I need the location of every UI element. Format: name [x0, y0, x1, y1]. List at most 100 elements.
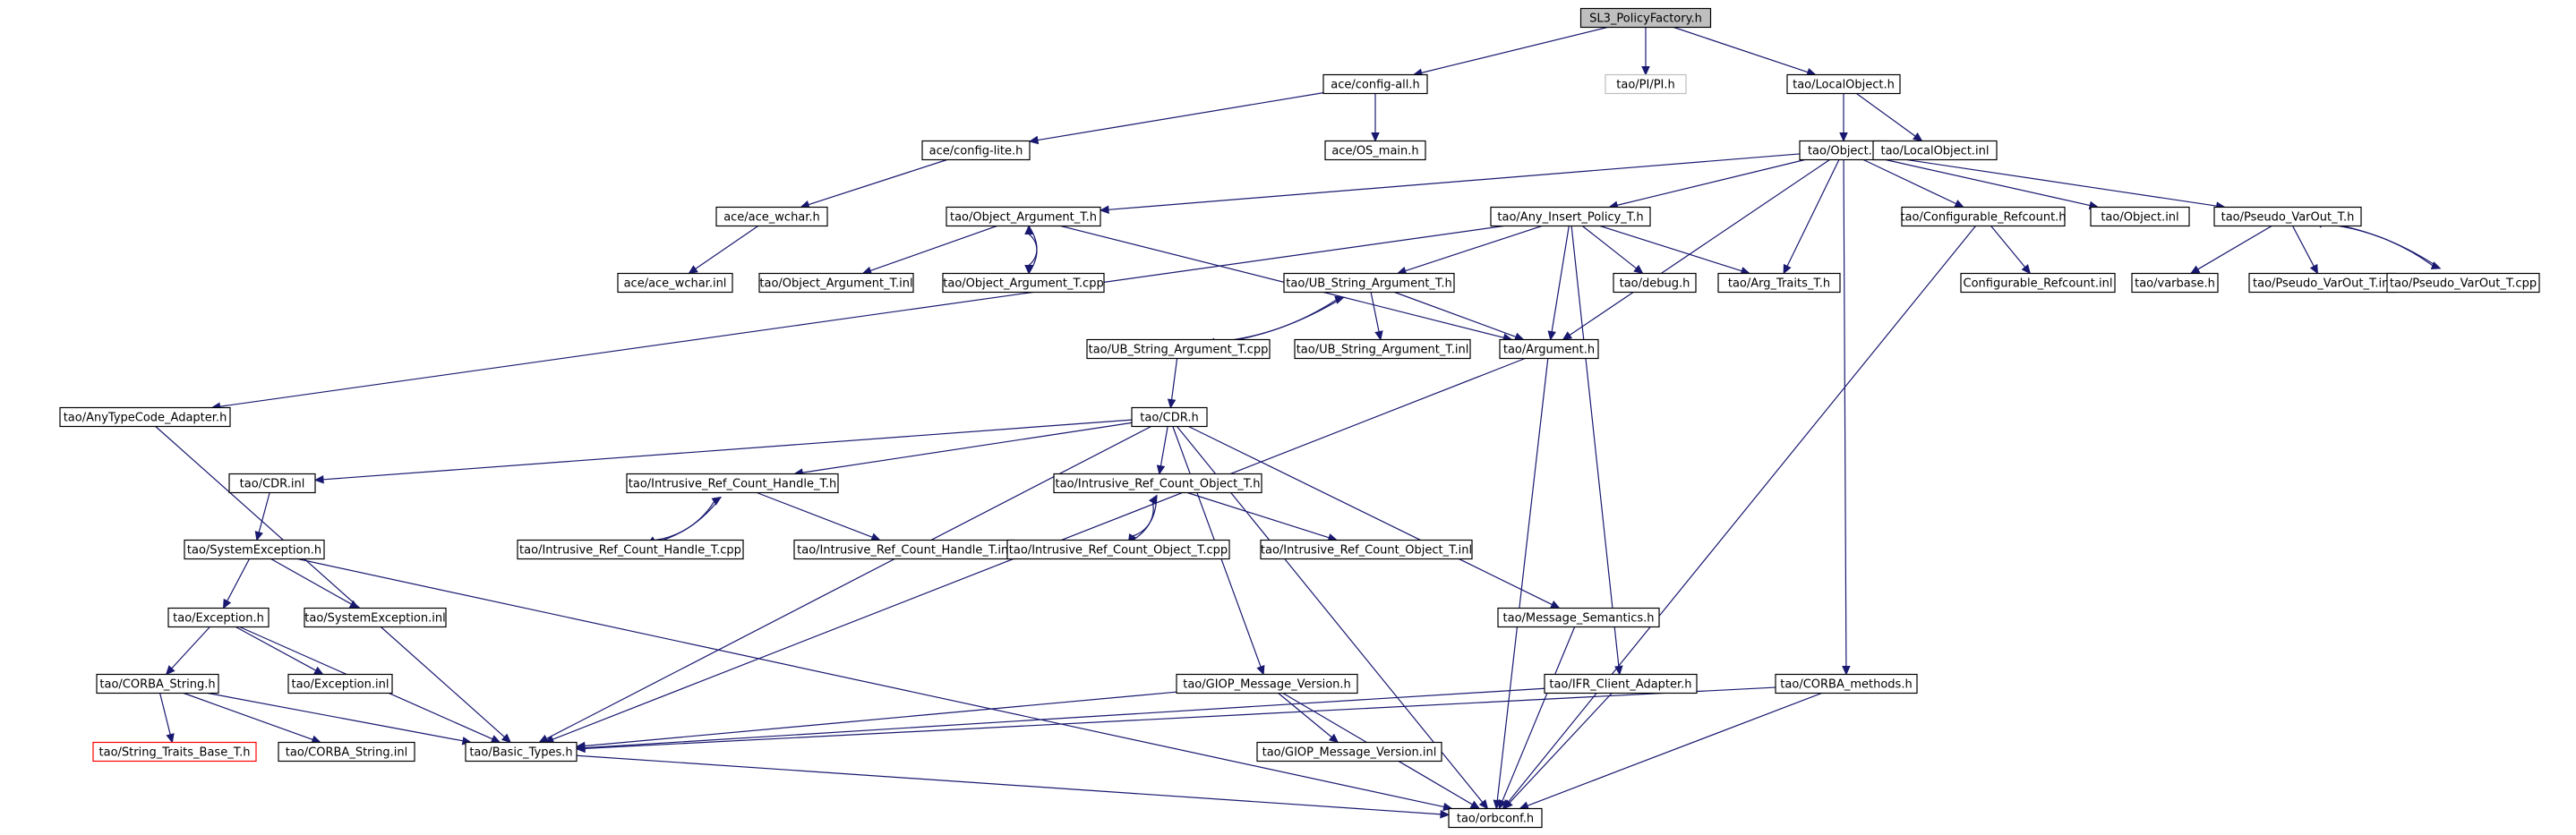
- node-sysexc-h[interactable]: tao/SystemException.h: [184, 539, 325, 560]
- node-box: [2090, 206, 2190, 227]
- node-cdr-inl[interactable]: tao/CDR.inl: [228, 473, 316, 494]
- node-localobject-h[interactable]: tao/LocalObject.h: [1786, 73, 1901, 95]
- node-argument-h[interactable]: tao/Argument.h: [1499, 338, 1599, 360]
- node-ace-wchar-h[interactable]: ace/ace_wchar.h: [715, 206, 828, 227]
- edge-line: [546, 425, 1151, 739]
- node-object-h[interactable]: tao/Object.h: [1799, 140, 1888, 161]
- edge-line: [647, 501, 715, 546]
- edge-line: [576, 754, 1442, 815]
- node-object-inl[interactable]: tao/Object.inl: [2090, 206, 2190, 227]
- node-corba-string-inl[interactable]: tao/CORBA_String.inl: [278, 741, 415, 763]
- edge-cdr_h-to-irco_h: [1156, 426, 1168, 475]
- node-box: [1294, 338, 1471, 360]
- node-box: [287, 673, 393, 694]
- arrowhead-icon: [1519, 801, 1530, 810]
- node-pseudo-varout-inl[interactable]: tao/Pseudo_VarOut_T.inl: [2248, 272, 2397, 294]
- edge-msg_semantics-to-orbconf: [1498, 626, 1576, 810]
- node-ace-wchar-inl[interactable]: ace/ace_wchar.inl: [617, 272, 733, 294]
- node-pseudo-varout-h[interactable]: tao/Pseudo_VarOut_T.h: [2213, 206, 2362, 227]
- node-label: tao/Exception.h: [173, 612, 264, 626]
- edge-line: [2197, 225, 2272, 270]
- node-exception-h[interactable]: tao/Exception.h: [167, 607, 270, 628]
- node-ub-string-inl[interactable]: tao/UB_String_Argument_T.inl: [1294, 338, 1471, 360]
- node-label: tao/CORBA_methods.h: [1780, 678, 1912, 692]
- edge-cdr_h-to-msg_semantics: [1188, 425, 1561, 609]
- node-box: [1499, 338, 1599, 360]
- arrowhead-icon: [1839, 132, 1848, 142]
- arrowhead-icon: [1641, 66, 1650, 76]
- arrowhead-icon: [1371, 132, 1380, 142]
- arrowhead-icon: [501, 733, 512, 744]
- node-basic-types[interactable]: tao/Basic_Types.h: [465, 741, 578, 763]
- node-obj-arg-t-cpp[interactable]: tao/Object_Argument_T.cpp: [942, 272, 1105, 294]
- node-label: tao/Object.inl: [2101, 211, 2178, 225]
- node-localobject-inl[interactable]: tao/LocalObject.inl: [1872, 140, 1998, 161]
- node-arg-traits[interactable]: tao/Arg_Traits_T.h: [1717, 272, 1841, 294]
- node-ub-string-cpp[interactable]: tao/UB_String_Argument_T.cpp: [1086, 338, 1271, 360]
- node-box: [1717, 272, 1841, 294]
- node-config-lite[interactable]: ace/config-lite.h: [921, 140, 1031, 161]
- node-varbase[interactable]: tao/varbase.h: [2131, 272, 2219, 294]
- node-label: tao/Arg_Traits_T.h: [1728, 277, 1830, 291]
- edge-line: [695, 226, 759, 269]
- node-any-insert[interactable]: tao/Any_Insert_Policy_T.h: [1490, 206, 1651, 227]
- node-label: ace/OS_main.h: [1331, 145, 1418, 158]
- node-corba-string-h[interactable]: tao/CORBA_String.h: [96, 673, 219, 694]
- arrowhead-icon: [1502, 799, 1513, 810]
- node-ifr-client[interactable]: tao/IFR_Client_Adapter.h: [1544, 673, 1698, 694]
- node-conf-refcount-inl[interactable]: Configurable_Refcount.inl: [1960, 272, 2116, 294]
- node-conf-refcount-h[interactable]: tao/Configurable_Refcount.h: [1900, 206, 2067, 227]
- arrowhead-icon: [1954, 200, 1964, 209]
- edge-conf_refcount_h-to-orbconf: [1502, 226, 1976, 810]
- node-msg-semantics[interactable]: tao/Message_Semantics.h: [1497, 607, 1660, 628]
- node-pseudo-varout-cpp[interactable]: tao/Pseudo_VarOut_T.cpp: [2386, 272, 2540, 294]
- node-anytypecode[interactable]: tao/AnyTypeCode_Adapter.h: [59, 406, 231, 428]
- node-label: tao/LocalObject.inl: [1880, 145, 1989, 158]
- edge-any_insert-to-anytypecode: [210, 225, 1504, 411]
- node-string-traits[interactable]: tao/String_Traits_Base_T.h: [92, 741, 257, 763]
- node-obj-arg-t-inl[interactable]: tao/Object_Argument_T.inl: [758, 272, 914, 294]
- arrowhead-icon: [1783, 263, 1792, 275]
- arrowhead-icon: [2189, 265, 2201, 275]
- node-corba-methods[interactable]: tao/CORBA_methods.h: [1775, 673, 1918, 694]
- node-giop-version-inl[interactable]: tao/GIOP_Message_Version.inl: [1256, 741, 1442, 763]
- node-box: [921, 140, 1031, 161]
- node-irco-cpp[interactable]: tao/Intrusive_Ref_Count_Object_T.cpp: [1006, 539, 1230, 560]
- node-giop-version-h[interactable]: tao/GIOP_Message_Version.h: [1176, 673, 1358, 694]
- node-orbconf[interactable]: tao/orbconf.h: [1448, 807, 1543, 829]
- edge-line: [1509, 693, 1613, 804]
- edge-pseudo_varout_h-to-varbase: [2189, 225, 2272, 275]
- node-irco-inl[interactable]: tao/Intrusive_Ref_Count_Object_T.inl: [1260, 539, 1473, 560]
- edge-line: [802, 422, 1133, 473]
- node-config-all[interactable]: ace/config-all.h: [1322, 73, 1428, 95]
- node-label: tao/varbase.h: [2135, 277, 2215, 291]
- node-irh-inl[interactable]: tao/Intrusive_Ref_Count_Handle_T.inl: [793, 539, 1015, 560]
- edge-cdr_h-to-cdr_inl: [313, 419, 1133, 484]
- node-ub-string-h[interactable]: tao/UB_String_Argument_T.h: [1283, 272, 1455, 294]
- edge-giop_version_h-to-giop_version_inl: [1278, 693, 1339, 744]
- node-irh-cpp[interactable]: tao/Intrusive_Ref_Count_Handle_T.cpp: [517, 539, 744, 560]
- node-os-main[interactable]: ace/OS_main.h: [1324, 140, 1426, 161]
- node-obj-arg-t-h[interactable]: tao/Object_Argument_T.h: [946, 206, 1101, 227]
- edge-any_insert-to-debug_h: [1581, 226, 1644, 275]
- node-label: tao/Pseudo_VarOut_T.inl: [2253, 277, 2392, 291]
- node-debug-h[interactable]: tao/debug.h: [1613, 272, 1697, 294]
- node-exception-inl[interactable]: tao/Exception.inl: [287, 673, 393, 694]
- edge-line: [584, 686, 1776, 749]
- edge-object_h-to-obj_arg_t_h: [1099, 153, 1801, 215]
- node-label: tao/AnyTypeCode_Adapter.h: [64, 412, 227, 425]
- node-sysexc-inl[interactable]: tao/SystemException.inl: [304, 607, 447, 628]
- node-box: [167, 607, 270, 628]
- arrowhead-icon: [313, 666, 324, 676]
- node-irh-h[interactable]: tao/Intrusive_Ref_Count_Handle_T.h: [626, 473, 839, 494]
- node-cdr-h[interactable]: tao/CDR.h: [1131, 406, 1208, 428]
- node-irco-h[interactable]: tao/Intrusive_Ref_Count_Object_T.h: [1053, 473, 1262, 494]
- edge-any_insert-to-ub_string_h: [1396, 225, 1543, 276]
- arrowhead-icon: [222, 598, 232, 609]
- node-box: [1960, 272, 2116, 294]
- arrowhead-icon: [1478, 799, 1489, 810]
- edge-corba_string_h-to-basic_types: [207, 692, 473, 746]
- arrowhead-icon: [490, 735, 501, 744]
